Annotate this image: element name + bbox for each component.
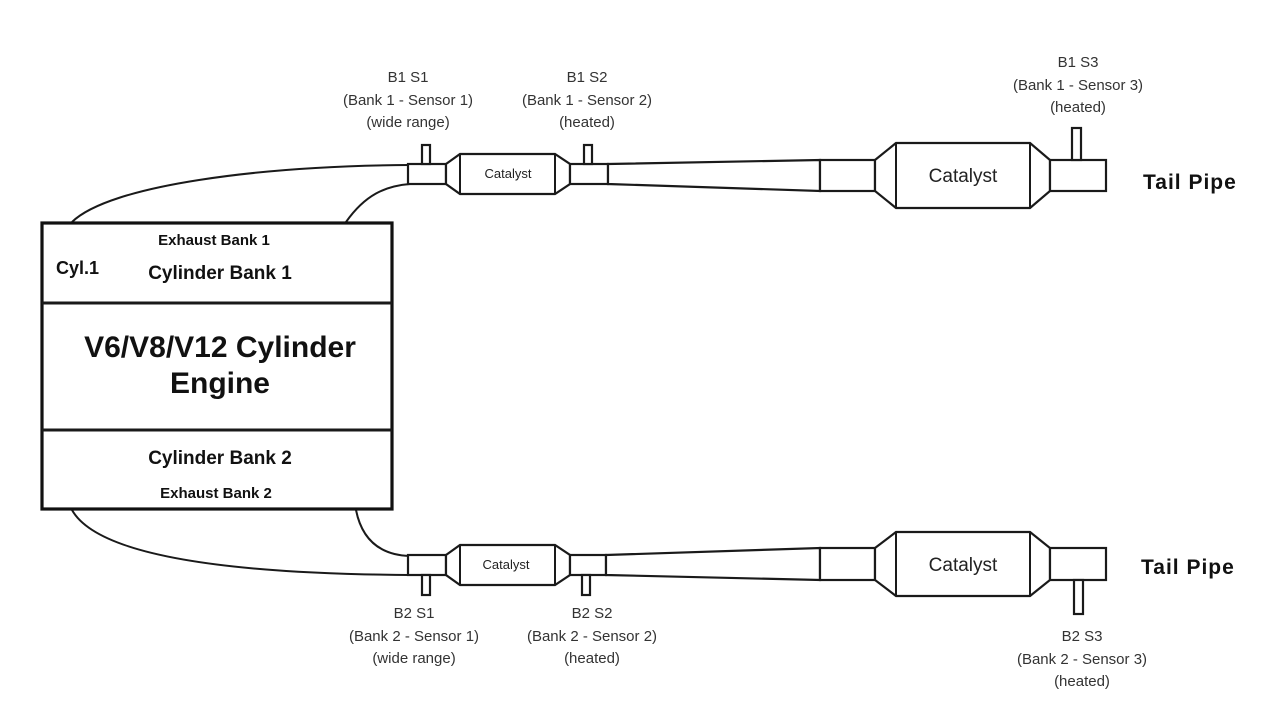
b2s1-desc: (Bank 2 - Sensor 1) — [349, 628, 479, 645]
b1s2-sensor-label: B1 S2 (Bank 1 - Sensor 2) (heated) — [522, 69, 652, 131]
bank2-small-catalyst-label: Catalyst — [483, 557, 530, 572]
bank2-pipe-segment-3 — [818, 546, 877, 582]
exhaust-bank-2-label: Exhaust Bank 2 — [160, 485, 272, 502]
b2s1-sensor-label: B2 S1 (Bank 2 - Sensor 1) (wide range) — [349, 605, 479, 667]
bank1-tail-pipe-label: Tail Pipe — [1143, 171, 1237, 194]
b2s3-type: (heated) — [1054, 673, 1110, 690]
b1s1-code: B1 S1 — [388, 69, 429, 86]
bank1-tapered-pipe — [606, 158, 822, 193]
b1s3-sensor-label: B1 S3 (Bank 1 - Sensor 3) (heated) — [1013, 54, 1143, 116]
b1s3-code: B1 S3 — [1058, 54, 1099, 71]
exhaust-bank-1-label: Exhaust Bank 1 — [158, 232, 270, 249]
b1s1-sensor-probe — [420, 143, 432, 166]
bank2-tail-pipe-segment — [1048, 546, 1108, 582]
bank1-large-catalyst-label: Catalyst — [929, 166, 998, 187]
b2s3-sensor-label: B2 S3 (Bank 2 - Sensor 3) (heated) — [1017, 628, 1147, 690]
b2s3-sensor-probe — [1072, 578, 1085, 616]
b1s1-desc: (Bank 1 - Sensor 1) — [343, 92, 473, 109]
bank1-small-catalyst-label: Catalyst — [485, 166, 532, 181]
b1s3-sensor-probe — [1070, 126, 1083, 162]
b1s2-desc: (Bank 1 - Sensor 2) — [522, 92, 652, 109]
b2s3-code: B2 S3 — [1062, 628, 1103, 645]
b1s3-desc: (Bank 1 - Sensor 3) — [1013, 77, 1143, 94]
b1s2-code: B1 S2 — [567, 69, 608, 86]
b2s2-sensor-probe — [580, 573, 592, 597]
bank1-pipe-segment-3 — [818, 158, 877, 193]
b1s2-type: (heated) — [559, 114, 615, 131]
b1s1-type: (wide range) — [366, 114, 449, 131]
b2s2-code: B2 S2 — [572, 605, 613, 622]
engine-block: Exhaust Bank 1 Cyl.1 Cylinder Bank 1 V6/… — [40, 221, 394, 511]
bank2-manifold-pipe-inner — [355, 509, 411, 557]
bank2-tail-pipe-label: Tail Pipe — [1141, 556, 1235, 579]
bank1-pipe-segment-2 — [568, 162, 610, 186]
bank2-tapered-pipe — [604, 546, 822, 582]
b2s1-type: (wide range) — [372, 650, 455, 667]
cylinder-bank-2-label: Cylinder Bank 2 — [148, 448, 292, 469]
b2s2-sensor-label: B2 S2 (Bank 2 - Sensor 2) (heated) — [527, 605, 657, 667]
b2s3-desc: (Bank 2 - Sensor 3) — [1017, 651, 1147, 668]
b2s1-sensor-probe — [420, 573, 432, 597]
cylinder-bank-1-label: Cylinder Bank 1 — [148, 263, 292, 284]
bank2-exhaust-line: Catalyst Catalyst — [71, 509, 1108, 616]
engine-outline — [40, 221, 394, 511]
bank2-pipe-segment-1 — [406, 553, 448, 577]
cylinder-1-label: Cyl.1 — [56, 258, 99, 278]
b1s2-sensor-probe — [582, 143, 594, 166]
bank1-manifold-pipe-outer — [71, 164, 411, 223]
bank1-pipe-segment-1 — [406, 162, 448, 186]
engine-title-line-2: Engine — [170, 367, 270, 400]
bank2-manifold-pipe-outer — [71, 509, 411, 576]
bank1-manifold-pipe-inner — [345, 183, 411, 223]
b2s1-code: B2 S1 — [394, 605, 435, 622]
b2s2-desc: (Bank 2 - Sensor 2) — [527, 628, 657, 645]
bank1-tail-pipe-segment — [1048, 158, 1108, 193]
bank2-pipe-segment-2 — [568, 553, 608, 577]
bank2-large-catalyst-label: Catalyst — [929, 555, 998, 576]
b2s2-type: (heated) — [564, 650, 620, 667]
engine-title-line-1: V6/V8/V12 Cylinder — [84, 331, 356, 364]
bank1-exhaust-line: Catalyst Catalyst — [71, 126, 1108, 223]
b1s1-sensor-label: B1 S1 (Bank 1 - Sensor 1) (wide range) — [343, 69, 473, 131]
b1s3-type: (heated) — [1050, 99, 1106, 116]
